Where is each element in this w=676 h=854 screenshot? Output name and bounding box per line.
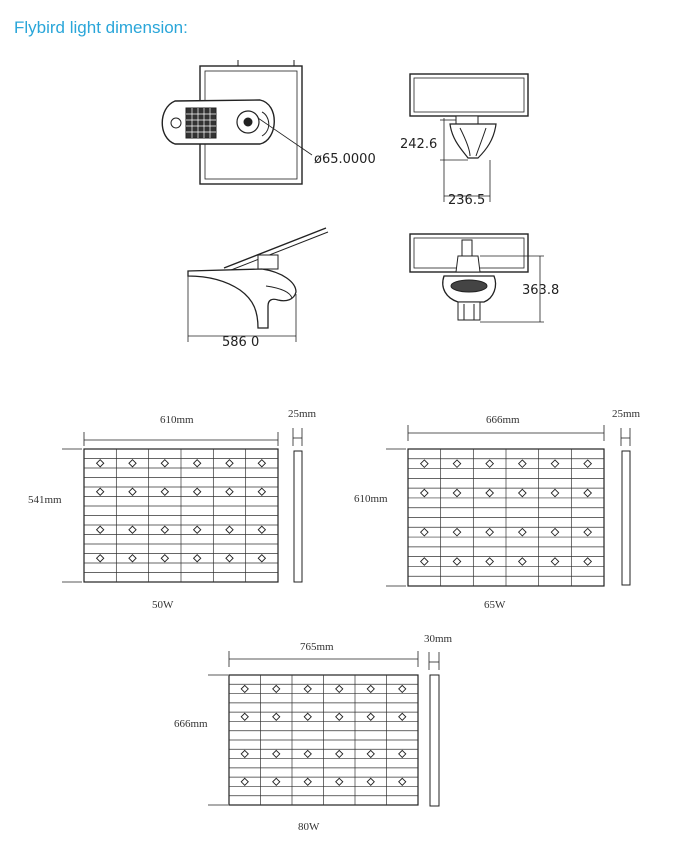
rear-height-label: 363.8 <box>522 283 559 298</box>
diameter-label: ø65.0000 <box>314 152 376 167</box>
panel-thickness-label: 25mm <box>612 408 641 420</box>
panel-edge <box>293 450 303 583</box>
panel-65w <box>386 425 631 587</box>
panel-height-label: 666mm <box>174 718 208 730</box>
panel-power-label: 65W <box>484 599 506 611</box>
panel-edge <box>621 450 631 586</box>
height-label: 242.6 <box>400 137 437 152</box>
length-label: 586 0 <box>222 335 259 350</box>
side-view <box>409 73 529 202</box>
panel-power-label: 80W <box>298 821 320 833</box>
solar-cell-grid <box>228 674 419 806</box>
panel-width-label: 765mm <box>300 641 334 653</box>
panel-thickness-label: 25mm <box>288 408 317 420</box>
panel-power-label: 50W <box>152 599 174 611</box>
top-view <box>161 60 313 185</box>
width-label: 236.5 <box>448 193 485 208</box>
page-title: Flybird light dimension: <box>14 18 188 37</box>
solar-cell-grid <box>83 448 279 583</box>
panel-80w <box>208 651 440 807</box>
panel-width-label: 610mm <box>160 414 194 426</box>
panel-50w <box>62 428 303 583</box>
front-view <box>187 227 329 342</box>
panel-width-label: 666mm <box>486 414 520 426</box>
rear-view <box>409 233 544 323</box>
panel-height-label: 541mm <box>28 494 62 506</box>
solar-cell-grid <box>407 448 605 587</box>
panel-edge <box>429 674 440 807</box>
panel-thickness-label: 30mm <box>424 633 453 645</box>
panel-height-label: 610mm <box>354 493 388 505</box>
